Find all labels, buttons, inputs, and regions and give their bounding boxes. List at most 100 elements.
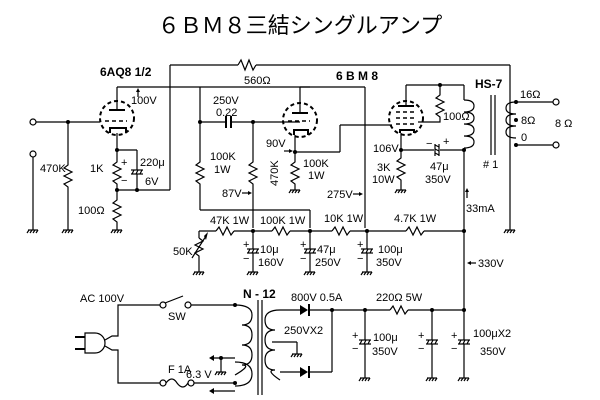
label-switch: SW [168, 311, 186, 323]
label-c-d2: 47μ [317, 244, 336, 256]
label-tap-8: 8Ω [521, 115, 535, 127]
label-tap-0: 0 [521, 132, 527, 144]
label-r-d3: 10K 1W [324, 213, 364, 225]
ground-icon [214, 371, 227, 376]
label-c-coupling-voltage: 250V [213, 95, 239, 107]
label-r-plate1-power: 1W [214, 164, 231, 176]
label-c-cathode1: 220μ [140, 157, 165, 169]
capacitor-220u [130, 169, 144, 175]
power-switch-terminal[interactable] [159, 301, 167, 309]
label-c-bypass3-voltage: 350V [425, 174, 451, 186]
label-c-cathode1-voltage: 6V [145, 176, 159, 188]
capacitor-100u-ps2b [457, 330, 471, 382]
label-r-cathode1: 1K [90, 163, 104, 175]
svg-text:+: + [443, 136, 449, 148]
svg-text:+: + [121, 157, 127, 169]
label-c-ps2-voltage: 350V [480, 346, 506, 358]
label-r-cathode3: 3K [377, 162, 391, 174]
label-r-feedback: 560Ω [244, 75, 271, 87]
label-r-nfb: 100Ω [78, 205, 105, 217]
diode-upper [300, 304, 310, 316]
label-c-d2-voltage: 250V [315, 257, 341, 269]
diode-lower [300, 366, 310, 378]
label-r-cathode2-power: 1W [308, 170, 325, 182]
label-heater: 6.3 V [186, 369, 212, 381]
label-plate1-voltage: 100V [131, 95, 157, 107]
label-speaker-load: 8 Ω [555, 118, 572, 130]
label-c-ps2: 100μX2 [473, 328, 511, 340]
output-transformer [463, 95, 517, 155]
speaker-terminal-ground[interactable] [552, 141, 560, 149]
label-ot-id: # 1 [483, 159, 498, 171]
label-secondary: 250VX2 [284, 325, 323, 337]
svg-text:+: + [243, 239, 249, 251]
svg-text:−: − [352, 343, 358, 355]
svg-text:+: + [352, 330, 358, 342]
capacitor-10u [246, 231, 260, 276]
capacitor-100u-ps1 [358, 310, 372, 382]
svg-text:+: + [357, 239, 363, 251]
capacitor-47u-bypass [434, 143, 440, 157]
label-r-cathode2: 100K [303, 158, 329, 170]
label-b-plus2-voltage: 275V [327, 189, 353, 201]
ground-icon [288, 189, 301, 194]
ground-icon [61, 229, 74, 234]
ground-icon [290, 353, 303, 358]
capacitor-100u-ps2a [425, 310, 439, 382]
label-r-d1: 47K 1W [210, 215, 250, 227]
label-c-ps1-voltage: 350V [372, 346, 398, 358]
speaker-terminal-plus[interactable] [552, 98, 560, 106]
capacitor-100u-decoupling [360, 231, 374, 276]
label-fuse: F 1A [168, 364, 192, 376]
fuse [165, 378, 189, 388]
label-c-d3: 100μ [378, 244, 403, 256]
label-c-ps1: 100μ [373, 332, 398, 344]
svg-text:−: − [451, 343, 457, 355]
label-mains: AC 100V [80, 293, 125, 305]
label-grid-bias-voltage: 87V [222, 188, 242, 200]
ground-icon [394, 189, 407, 194]
svg-text:−: − [243, 253, 249, 265]
ground-icon [192, 271, 205, 276]
input-jack[interactable] [29, 118, 37, 158]
ground-icon [110, 229, 123, 234]
label-r-d2: 100K 1W [260, 215, 306, 227]
svg-text:+: + [300, 239, 306, 251]
input-terminal-hot[interactable] [29, 118, 37, 126]
label-cathode2-voltage: 90V [266, 138, 286, 150]
svg-text:−: − [121, 175, 127, 187]
svg-text:+: + [418, 330, 424, 342]
label-tap-16: 16Ω [520, 89, 540, 101]
power-switch[interactable] [164, 295, 184, 304]
label-c-d1-voltage: 160V [258, 257, 284, 269]
input-terminal-ground[interactable] [29, 150, 37, 158]
label-b-plus1-voltage: 330V [478, 258, 504, 270]
power-transformer [234, 300, 281, 395]
label-current: 33mA [466, 203, 495, 215]
label-c-d3-voltage: 350V [376, 257, 402, 269]
svg-text:−: − [418, 343, 424, 355]
label-c-coupling-value: 0.22 [216, 107, 237, 119]
label-r-d4: 4.7K 1W [394, 213, 437, 225]
page-title: ６ＢＭ８三結シングルアンプ [158, 14, 442, 39]
svg-text:+: + [451, 330, 457, 342]
label-r-plate1: 100K [210, 151, 236, 163]
label-vr: 50K [173, 246, 193, 258]
label-c-bypass3: 47μ [430, 161, 449, 173]
tube-6bm8-pentode [388, 100, 424, 136]
label-r-grid2: 470K [269, 160, 281, 186]
label-r-cathode3-power: 10W [372, 174, 395, 186]
resistor-470k-input [62, 122, 74, 230]
label-r-input: 470K [40, 163, 66, 175]
label-preamp-tube: 6AQ8 1/2 [100, 65, 152, 79]
ground-icon [26, 229, 39, 234]
label-cathode3-voltage: 106V [373, 143, 399, 155]
label-diode: 800V 0.5A [291, 292, 343, 304]
ac-plug-icon [75, 332, 106, 354]
svg-text:−: − [300, 253, 306, 265]
label-r-choke: 220Ω 5W [376, 292, 423, 304]
label-c-d1: 10μ [260, 244, 279, 256]
capacitor-47u [303, 231, 317, 276]
